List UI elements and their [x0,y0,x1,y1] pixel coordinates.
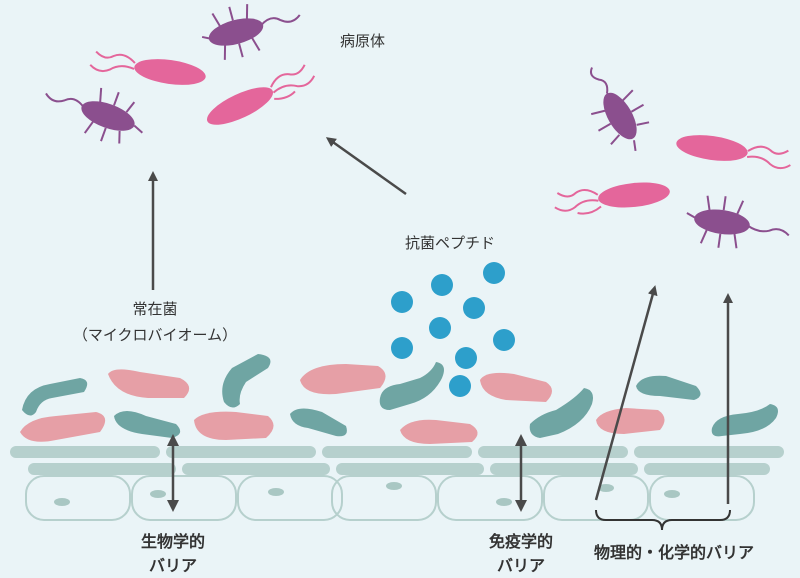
arrows [148,137,733,512]
commensal-teal [711,404,778,437]
commensal-pink [300,364,386,395]
pathogen-pink-2 [206,64,316,125]
commensal-teal [22,378,88,416]
mucus-layer [10,446,784,475]
pathogen-purple-1 [201,4,301,60]
pathogen-pink-4 [554,182,670,215]
commensal-label-line2: （マイクロバイオーム） [72,326,238,344]
commensal-bacteria [20,354,778,444]
pathogen-purple-2 [45,87,144,144]
arrow-peptide-to-pathogen [325,137,407,196]
commensal-pink [400,419,478,444]
peptide-dot [391,337,413,359]
biological-barrier-line2: バリア [148,556,197,575]
brace [595,509,731,531]
peptide-dot [429,317,451,339]
commensal-pink [194,411,274,440]
peptide-dot [449,375,471,397]
commensal-teal [379,362,444,410]
immunological-barrier-line1: 免疫学的 [488,532,553,551]
biological-barrier-line1: 生物学的 [140,532,205,551]
pathogen-purple-3 [589,67,650,152]
commensal-pink [108,369,190,398]
cell-nuclei [54,482,680,506]
epithelial-cells [25,475,755,521]
physicochemical-barrier-label: 物理的・化学的バリア [594,543,755,562]
commensal-label-line1: 常在菌 [132,300,178,318]
peptide-dot [431,274,453,296]
arrow-physical-barrier-1 [594,285,658,501]
pathogen-purple-4 [686,195,790,249]
pathogen-pink-3 [676,135,791,170]
commensal-teal [222,354,271,408]
commensal-teal [114,411,181,438]
peptide-dot [483,262,505,284]
commensal-pink [596,408,665,434]
antimicrobial-peptide-label: 抗菌ペプチド [405,234,496,252]
peptide-dot [455,347,477,369]
immunological-barrier-label: 免疫学的 バリア [473,530,569,578]
commensal-pink [20,412,106,442]
peptide-dot [463,297,485,319]
peptide-dot [391,291,413,313]
commensal-teal [636,375,701,400]
immunological-barrier-line2: バリア [496,556,545,575]
antimicrobial-peptides [391,262,515,397]
commensal-teal [529,388,593,438]
commensal-label: 常在菌 （マイクロバイオーム） [50,296,260,348]
pathogen-pink-1 [89,50,206,85]
biological-barrier-label: 生物学的 バリア [125,530,221,578]
commensal-teal [290,408,347,437]
peptide-dot [493,329,515,351]
pathogen-label: 病原体 [340,32,386,50]
commensal-pink [480,372,552,402]
